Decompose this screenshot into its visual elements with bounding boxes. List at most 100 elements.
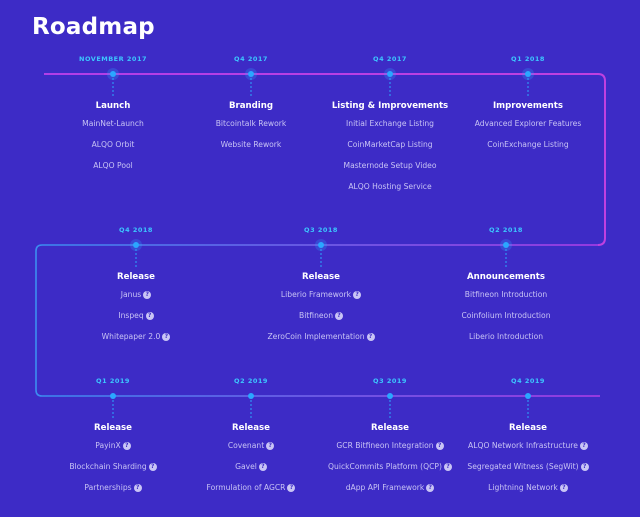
milestone-item: Blockchain Sharding? [43,462,183,483]
milestone-item: CoinExchange Listing [458,140,598,161]
page-title: Roadmap [32,14,155,40]
milestone-item-label: Blockchain Sharding [69,462,147,471]
help-icon[interactable]: ? [579,442,588,450]
milestone-date: Q1 2018 [511,55,545,63]
milestone-dot [133,242,139,248]
help-icon[interactable]: ? [443,463,452,471]
milestone-item-label: Partnerships [84,483,132,492]
milestone-date: Q2 2019 [234,377,268,385]
help-icon[interactable]: ? [559,484,568,492]
timeline-dots [107,68,534,420]
milestone-item-label: CoinExchange Listing [487,140,569,149]
help-icon[interactable]: ? [580,463,589,471]
milestone-item-label: ALQO Network Infrastructure [468,441,578,450]
milestone-dot [503,242,509,248]
help-icon[interactable]: ? [287,484,296,492]
help-icon[interactable]: ? [145,312,154,320]
milestone-item-label: Coinfolium Introduction [461,311,551,320]
milestone-item: Inspeq? [66,311,206,332]
milestone-item-label: ALQO Hosting Service [348,182,432,191]
milestone-item: ALQO Hosting Service [320,182,460,203]
milestone-dot [318,242,324,248]
help-icon[interactable]: ? [366,333,375,341]
milestone-dot [525,393,531,399]
milestone-item: Liberio Framework? [251,290,391,311]
milestone-item-label: ALQO Pool [93,161,133,170]
milestone-item: Whitepaper 2.0? [66,332,206,353]
milestone-item: ALQO Network Infrastructure? [458,441,598,462]
milestone-item-label: Liberio Introduction [468,332,544,341]
milestone-item-label: Lightning Network [488,483,558,492]
milestone-item-label: ALQO Orbit [91,140,135,149]
milestone-item: Formulation of AGCR? [181,483,321,504]
milestone-item-label: Website Rework [220,140,282,149]
milestone-item: Janus? [66,290,206,311]
help-icon[interactable]: ? [426,484,435,492]
milestone-item-label: Bitcointalk Rework [215,119,287,128]
milestone-dot [248,393,254,399]
milestone-item-label: Bitfineon Introduction [464,290,548,299]
milestone-heading: Launch [95,101,131,111]
milestone-item: Advanced Explorer Features [458,119,598,140]
milestone-item: PayinX? [43,441,183,462]
help-icon[interactable]: ? [435,442,444,450]
milestone-item-label: GCR Bitfineon Integration [336,441,434,450]
help-icon[interactable]: ? [143,291,152,299]
milestone-item-label: Segregated Witness (SegWit) [467,462,579,471]
milestone-item-label: dApp API Framework [345,483,425,492]
help-icon[interactable]: ? [148,463,157,471]
milestone-date: Q2 2018 [489,226,523,234]
help-icon[interactable]: ? [162,333,171,341]
milestone-item: MainNet-Launch [43,119,183,140]
milestone-item-label: Covenant [227,441,265,450]
milestone-heading: Listing & Improvements [331,101,449,111]
milestone-item-label: Formulation of AGCR [206,483,286,492]
milestone-item-label: Janus [120,290,142,299]
help-icon[interactable]: ? [335,312,344,320]
milestone-item: Masternode Setup Video [320,161,460,182]
milestone-heading: Release [94,423,132,433]
help-icon[interactable]: ? [266,442,275,450]
help-icon[interactable]: ? [133,484,142,492]
milestone-heading: Release [232,423,270,433]
milestone-item-label: MainNet-Launch [82,119,144,128]
milestone-date: Q4 2017 [234,55,268,63]
milestone-item: Bitcointalk Rework [181,119,321,140]
milestone-dot [387,393,393,399]
timeline-segment-top [44,73,606,246]
milestone-item-label: Advanced Explorer Features [474,119,582,128]
milestone-dot [525,71,531,77]
milestone-item-label: CoinMarketCap Listing [347,140,433,149]
milestone-item-label: Gavel [235,462,257,471]
help-icon[interactable]: ? [353,291,362,299]
milestone-item: QuickCommits Platform (QCP)? [320,462,460,483]
milestone-item: ALQO Pool [43,161,183,182]
milestone-item: Segregated Witness (SegWit)? [458,462,598,483]
milestone-dot [110,393,116,399]
milestone-date: Q4 2017 [373,55,407,63]
milestone-item: Gavel? [181,462,321,483]
help-icon[interactable]: ? [258,463,267,471]
milestone-item: Liberio Introduction [436,332,576,353]
milestone-item-label: PayinX [95,441,121,450]
milestone-item: ALQO Orbit [43,140,183,161]
milestone-heading: Branding [228,101,274,111]
milestone-item: dApp API Framework? [320,483,460,504]
milestone-heading: Improvements [492,101,563,111]
milestone-date: Q3 2019 [373,377,407,385]
milestone-item-label: QuickCommits Platform (QCP) [328,462,442,471]
milestone-item-label: Whitepaper 2.0 [101,332,161,341]
milestone-item: Partnerships? [43,483,183,504]
help-icon[interactable]: ? [122,442,131,450]
milestone-item: Initial Exchange Listing [320,119,460,140]
milestone-item-label: Inspeq [118,311,144,320]
milestone-heading: Release [302,272,340,282]
milestone-item: Website Rework [181,140,321,161]
